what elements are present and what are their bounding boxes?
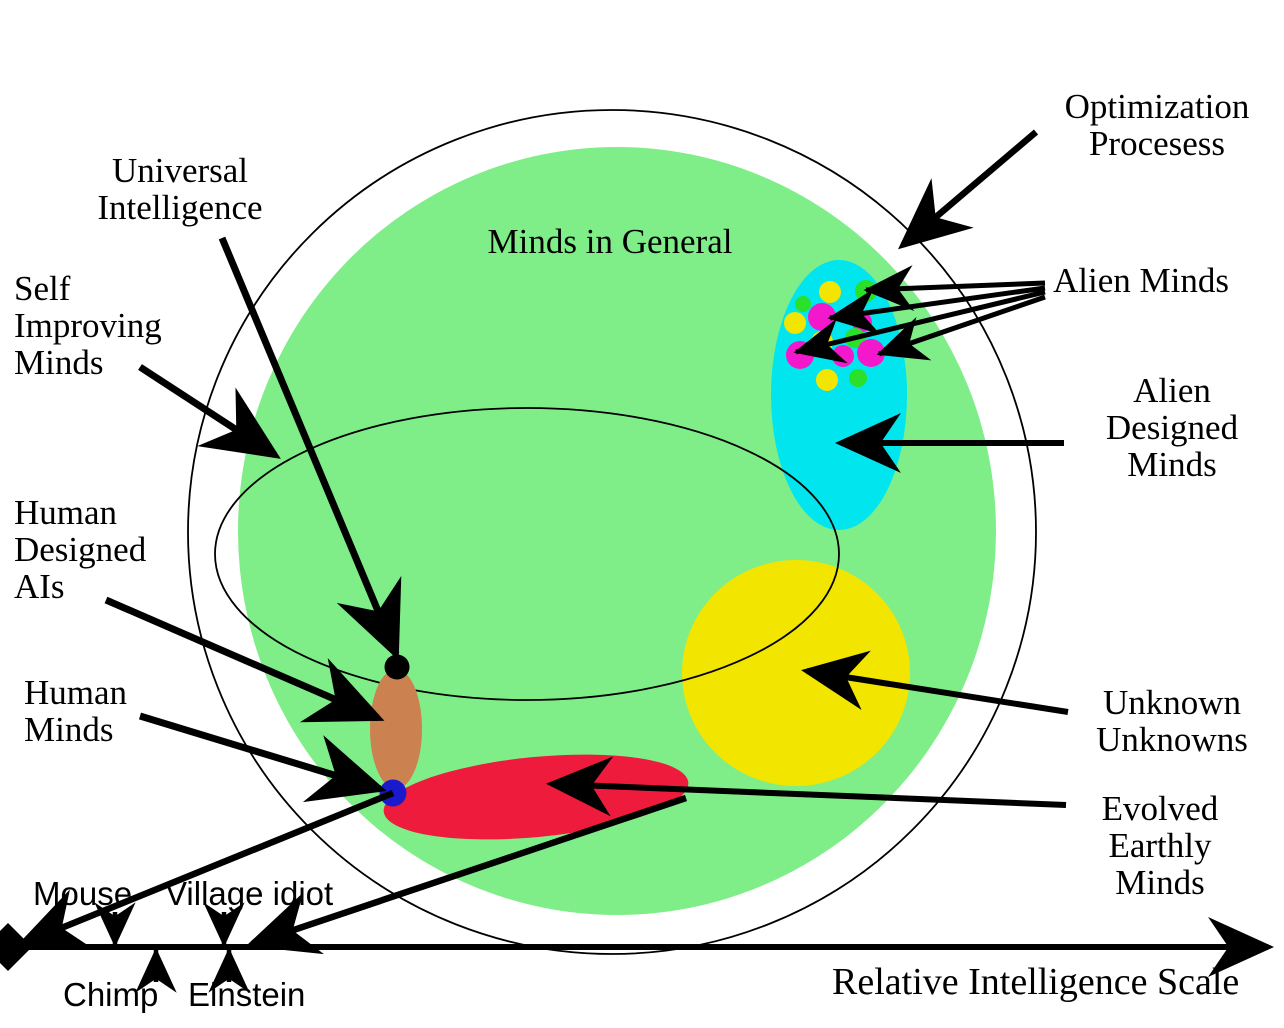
relative-intelligence-scale-label: Relative Intelligence Scale — [832, 961, 1240, 1003]
self-improving-minds-ellipse — [214, 407, 840, 701]
scale-tick-label-mouse: Mouse — [33, 875, 133, 912]
alien-mind-dot — [795, 296, 811, 312]
arrow-universal-intelligence — [218, 236, 402, 661]
human-designed-ais-ellipse — [370, 669, 422, 789]
arrow-human-designed-ais — [104, 596, 385, 723]
arrow-unknown-unknowns — [801, 650, 1069, 715]
arrow-human-minds-to-axis — [15, 789, 395, 950]
scale-tick-label-village-idiot: Village idiot — [165, 875, 334, 912]
arrow-alien-minds-2 — [827, 285, 1046, 335]
unknown-unknowns-label: Unknown Unknowns — [1096, 683, 1248, 760]
alien-mind-dot — [816, 369, 838, 391]
universal-intelligence-dot — [384, 654, 410, 680]
minds-in-general-label: Minds in General — [487, 222, 733, 261]
self-improving-minds-label: Self Improving Minds — [14, 269, 162, 383]
evolved-earthly-minds-label: Evolved Earthly Minds — [1101, 789, 1219, 903]
alien-mind-dot — [819, 281, 841, 303]
arrow-alien-minds-4 — [876, 294, 1046, 361]
alien-mind-dot — [849, 369, 867, 387]
unknown-unknowns-circle — [682, 560, 910, 786]
human-designed-ais-label: Human Designed AIs — [14, 493, 147, 607]
optimization-processes-label: Optimization Procesess — [1064, 87, 1250, 164]
human-minds-label: Human Minds — [24, 673, 128, 750]
alien-mind-dot — [832, 345, 854, 367]
arrow-human-minds — [138, 712, 387, 803]
arrow-evolved-minds-to-axis — [245, 794, 688, 955]
alien-designed-minds-label: Alien Designed Minds — [1105, 371, 1239, 485]
arrow-optimization-processes — [898, 129, 1039, 250]
alien-mind-dot — [784, 312, 806, 334]
arrow-evolved-earthly-minds — [546, 756, 1067, 817]
alien-minds-label: Alien Minds — [1053, 261, 1229, 300]
arrow-alien-minds-1 — [863, 265, 1046, 312]
alien-designed-minds-ellipse — [771, 260, 907, 530]
scale-tick-label-chimp: Chimp — [63, 976, 159, 1013]
universal-intelligence-label: Universal Intelligence — [97, 151, 263, 228]
arrow-self-improving-minds — [138, 364, 281, 459]
alien-mind-dot — [786, 341, 814, 369]
scale-tick-label-einstein: Einstein — [188, 976, 306, 1013]
